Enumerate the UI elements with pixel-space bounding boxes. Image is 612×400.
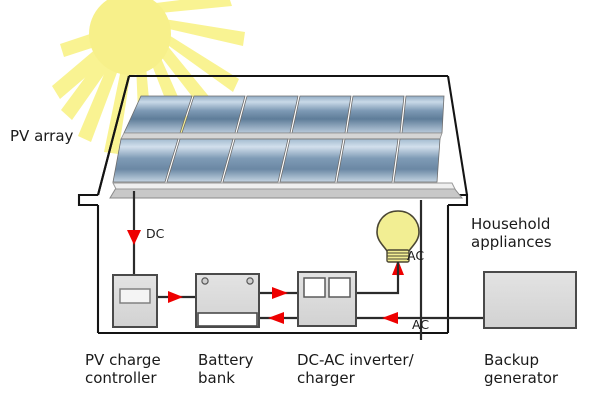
pv-array-leader-line bbox=[96, 75, 131, 196]
label-pv-charge-controller: PV charge controller bbox=[85, 351, 161, 387]
arrow-battery-to-inverter bbox=[272, 287, 288, 299]
inverter-charger bbox=[297, 271, 357, 327]
pv-array bbox=[109, 95, 464, 199]
label-inverter-charger: DC-AC inverter/ charger bbox=[297, 351, 414, 387]
battery-terminal-left bbox=[201, 277, 209, 285]
wire-inverter-to-bulb bbox=[356, 258, 400, 295]
arrow-dc-down bbox=[127, 230, 141, 245]
label-ac-upper: AC bbox=[407, 248, 425, 263]
flow-arrows bbox=[127, 230, 404, 324]
label-household-appliances: Household appliances bbox=[471, 215, 552, 251]
battery-terminal-right bbox=[246, 277, 254, 285]
label-battery-bank: Battery bank bbox=[198, 351, 254, 387]
arrow-controller-to-battery bbox=[168, 291, 183, 303]
pv-charge-controller bbox=[112, 274, 158, 328]
label-ac-lower: AC bbox=[412, 317, 430, 332]
label-backup-generator: Backup generator bbox=[484, 351, 559, 387]
battery-bank bbox=[195, 273, 260, 328]
light-bulb-icon bbox=[376, 210, 420, 263]
backup-generator bbox=[483, 271, 577, 329]
label-pv-array: PV array bbox=[10, 127, 74, 145]
pv-array-row-top bbox=[123, 95, 445, 134]
arrow-inverter-to-battery bbox=[268, 312, 284, 324]
pv-array-row-bottom bbox=[112, 138, 441, 183]
label-dc: DC bbox=[146, 226, 165, 241]
arrow-ac-left bbox=[382, 312, 398, 324]
